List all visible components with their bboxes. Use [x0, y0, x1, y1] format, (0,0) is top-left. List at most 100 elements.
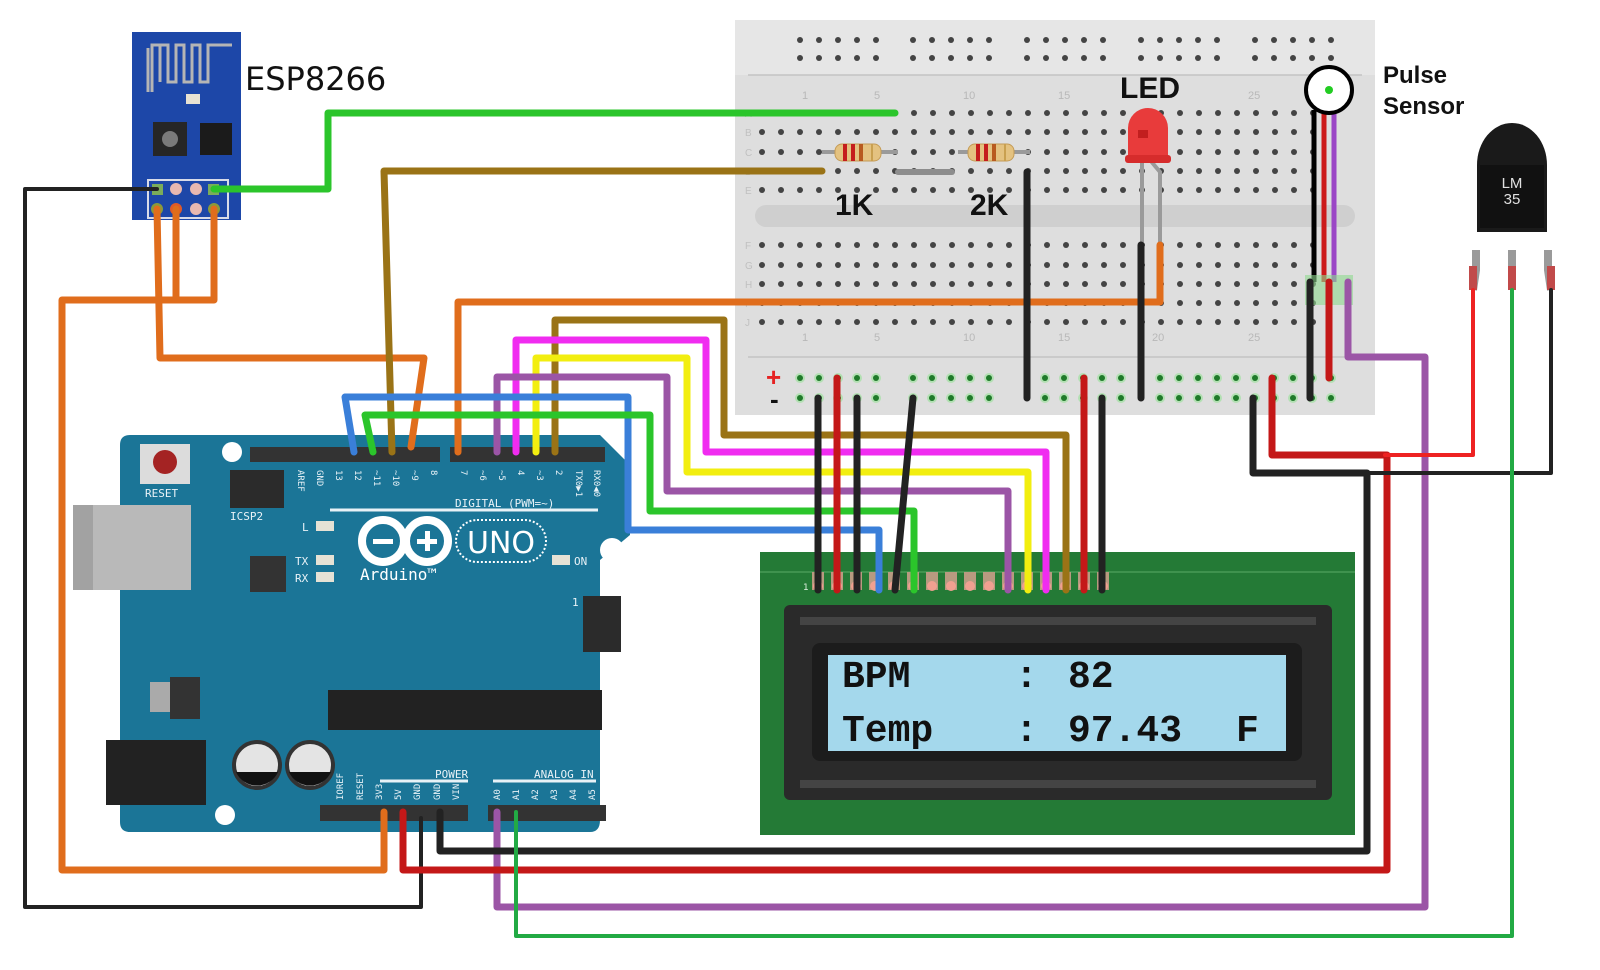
- breadboard-hole[interactable]: [854, 262, 860, 268]
- breadboard-hole[interactable]: [911, 187, 917, 193]
- breadboard-hole[interactable]: [1215, 281, 1221, 287]
- breadboard-hole[interactable]: [797, 129, 803, 135]
- breadboard-hole[interactable]: [797, 319, 803, 325]
- rail-hole[interactable]: [1043, 55, 1049, 61]
- breadboard-hole[interactable]: [892, 319, 898, 325]
- breadboard-hole[interactable]: [854, 242, 860, 248]
- breadboard-hole[interactable]: [759, 281, 765, 287]
- breadboard-hole[interactable]: [892, 262, 898, 268]
- breadboard-hole[interactable]: [968, 262, 974, 268]
- breadboard-hole[interactable]: [1215, 149, 1221, 155]
- breadboard-hole[interactable]: [1234, 129, 1240, 135]
- rail-hole[interactable]: [910, 55, 916, 61]
- breadboard-hole[interactable]: [1082, 110, 1088, 116]
- breadboard-hole[interactable]: [930, 242, 936, 248]
- breadboard-hole[interactable]: [1253, 149, 1259, 155]
- breadboard-hole[interactable]: [778, 149, 784, 155]
- breadboard-hole[interactable]: [873, 319, 879, 325]
- rail-hole[interactable]: [1290, 55, 1296, 61]
- breadboard-hole[interactable]: [1272, 149, 1278, 155]
- breadboard-hole[interactable]: [1063, 149, 1069, 155]
- breadboard-hole[interactable]: [1234, 187, 1240, 193]
- breadboard-hole[interactable]: [759, 129, 765, 135]
- breadboard-hole[interactable]: [1272, 281, 1278, 287]
- lcd-module[interactable]: 1 BPM : 82 Temp : 97.43 F: [760, 552, 1355, 835]
- rail-hole[interactable]: [986, 55, 992, 61]
- breadboard-hole[interactable]: [1101, 149, 1107, 155]
- breadboard-hole[interactable]: [1063, 129, 1069, 135]
- rail-hole[interactable]: [1100, 37, 1106, 43]
- breadboard-hole[interactable]: [1291, 319, 1297, 325]
- rail-hole[interactable]: [1157, 37, 1163, 43]
- breadboard-hole[interactable]: [911, 149, 917, 155]
- breadboard-hole[interactable]: [1196, 110, 1202, 116]
- breadboard-hole[interactable]: [1120, 129, 1126, 135]
- breadboard-hole[interactable]: [1215, 168, 1221, 174]
- breadboard-hole[interactable]: [1196, 262, 1202, 268]
- breadboard-hole[interactable]: [1063, 187, 1069, 193]
- breadboard-hole[interactable]: [1215, 300, 1221, 306]
- breadboard-hole[interactable]: [1120, 242, 1126, 248]
- breadboard-hole[interactable]: [1253, 300, 1259, 306]
- resistor-1k[interactable]: [822, 143, 898, 162]
- wire-esp-rx[interactable]: [153, 205, 428, 451]
- breadboard-hole[interactable]: [911, 281, 917, 287]
- breadboard-hole[interactable]: [1177, 110, 1183, 116]
- rail-hole[interactable]: [1252, 55, 1258, 61]
- breadboard-hole[interactable]: [911, 129, 917, 135]
- rail-hole[interactable]: [854, 55, 860, 61]
- breadboard-hole[interactable]: [759, 149, 765, 155]
- breadboard-hole[interactable]: [1291, 129, 1297, 135]
- breadboard-hole[interactable]: [1120, 281, 1126, 287]
- breadboard-hole[interactable]: [1272, 187, 1278, 193]
- breadboard-hole[interactable]: [1234, 149, 1240, 155]
- rail-hole[interactable]: [1157, 55, 1163, 61]
- wire-esp-3v3[interactable]: [58, 205, 388, 874]
- rail-hole[interactable]: [948, 37, 954, 43]
- rail-hole[interactable]: [967, 37, 973, 43]
- breadboard-hole[interactable]: [1215, 110, 1221, 116]
- breadboard-hole[interactable]: [1044, 281, 1050, 287]
- breadboard-hole[interactable]: [816, 281, 822, 287]
- breadboard-hole[interactable]: [778, 187, 784, 193]
- rail-hole[interactable]: [816, 55, 822, 61]
- rail-hole[interactable]: [1309, 55, 1315, 61]
- breadboard-hole[interactable]: [1044, 110, 1050, 116]
- rail-hole[interactable]: [929, 55, 935, 61]
- breadboard-hole[interactable]: [1044, 149, 1050, 155]
- breadboard-hole[interactable]: [1196, 168, 1202, 174]
- breadboard-hole[interactable]: [949, 149, 955, 155]
- breadboard-hole[interactable]: [797, 262, 803, 268]
- breadboard-hole[interactable]: [1006, 319, 1012, 325]
- rail-hole[interactable]: [1252, 37, 1258, 43]
- rail-hole[interactable]: [1195, 37, 1201, 43]
- breadboard-hole[interactable]: [987, 319, 993, 325]
- breadboard-hole[interactable]: [1063, 281, 1069, 287]
- breadboard-hole[interactable]: [1234, 110, 1240, 116]
- breadboard-hole[interactable]: [835, 129, 841, 135]
- wire-esp-tx[interactable]: [210, 109, 899, 193]
- breadboard-hole[interactable]: [911, 262, 917, 268]
- breadboard-hole[interactable]: [1006, 129, 1012, 135]
- rail-hole[interactable]: [1214, 37, 1220, 43]
- breadboard-hole[interactable]: [1177, 242, 1183, 248]
- breadboard-hole[interactable]: [1082, 149, 1088, 155]
- rail-hole[interactable]: [1309, 37, 1315, 43]
- resistor-2k[interactable]: [958, 143, 1030, 162]
- rail-hole[interactable]: [1214, 55, 1220, 61]
- wire-lm35-gnd[interactable]: [1365, 288, 1553, 475]
- breadboard-hole[interactable]: [1253, 168, 1259, 174]
- breadboard-hole[interactable]: [1291, 110, 1297, 116]
- breadboard-hole[interactable]: [835, 187, 841, 193]
- rail-hole[interactable]: [835, 37, 841, 43]
- breadboard-hole[interactable]: [1044, 262, 1050, 268]
- breadboard-hole[interactable]: [816, 129, 822, 135]
- breadboard-hole[interactable]: [1234, 319, 1240, 325]
- rail-hole[interactable]: [1138, 37, 1144, 43]
- breadboard-hole[interactable]: [873, 262, 879, 268]
- breadboard-hole[interactable]: [1234, 281, 1240, 287]
- breadboard-hole[interactable]: [968, 129, 974, 135]
- breadboard-hole[interactable]: [854, 187, 860, 193]
- rail-hole[interactable]: [873, 55, 879, 61]
- breadboard-hole[interactable]: [1044, 242, 1050, 248]
